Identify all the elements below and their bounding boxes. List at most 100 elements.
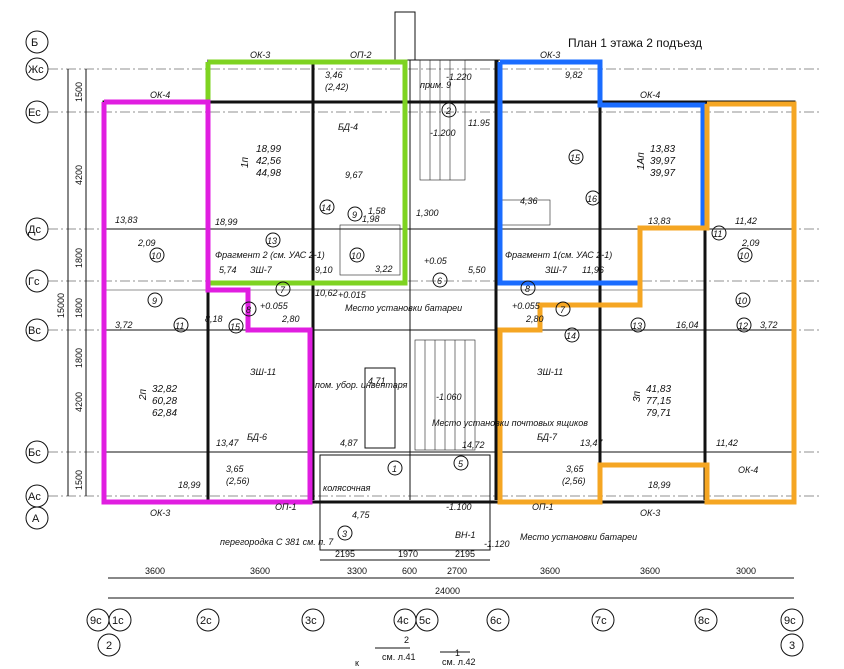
dim-total: 24000 [435,586,460,596]
note: Место установки почтовых ящиков [432,418,588,428]
window-label: ОК-3 [250,50,270,60]
room-area: 9,67 [345,170,364,180]
room-number: 5 [458,459,464,469]
apartment-highlights [101,59,797,505]
dim-left-1800-b: 1800 [74,298,84,318]
window-label: ОП-1 [275,502,297,512]
reference: 1 [455,648,460,658]
room-area: (2,56) [562,476,586,486]
axis-label-gs: Гс [28,276,40,288]
axis-label-a: А [32,513,40,525]
room-area: 2,09 [137,238,156,248]
room-area: 13,47 [580,438,604,448]
room-number: 12 [738,321,748,331]
axis-label-as: Ас [28,491,41,503]
room-area: 11,96 [582,265,604,275]
dim-bottom: 600 [402,566,417,576]
room-number: 10 [739,251,749,261]
apt1-name: 1п [240,156,251,168]
level-marks: +0.015 +0.055 +0.055 +0.05 -1.220 -1.200… [260,72,541,549]
dim-bottom: 3600 [640,566,660,576]
room-area: 1,300 [416,208,439,218]
axis-label-zhs: Жс [28,64,44,76]
door-labels: БД-4 БД-6 БД-7 ЗШ-7 ЗШ-7 ЗШ-11 ЗШ-11 [247,122,568,442]
axis-bottom-label: 3с [305,615,317,627]
window-label: ОП-2 [350,50,372,60]
axis-bottom-label: 6с [490,615,502,627]
room-number: 8 [525,284,530,294]
room-area: 3,65 [566,464,585,474]
apt3-area-3: 79,71 [646,408,671,419]
room-number: 15 [570,153,581,163]
window-label: ОК-4 [640,90,660,100]
door-label: БД-6 [247,432,267,442]
sheet-references: 2 см. л.41 1 см. л.42 к [355,635,475,668]
room-number: 14 [321,203,331,213]
room-area: 16,04 [676,320,699,330]
door-label: ЗШ-11 [250,367,276,377]
level-mark: +0.015 [338,290,367,300]
dim-stair: 2195 [335,549,355,559]
dim-bottom: 3600 [250,566,270,576]
note: перегородка С 381 см. п. 7 [220,537,334,547]
room-number: 13 [267,236,277,246]
note: пом. убор. инвентаря [315,380,408,390]
apt2-name: 2п [138,388,149,401]
room-area: (2,56) [226,476,250,486]
door-label: БД-7 [537,432,558,442]
room-number: 2 [445,106,451,116]
window-label: ОК-3 [540,50,560,60]
room-number: 7 [560,305,566,315]
room-area: 8,18 [205,314,223,324]
note: Место установки батареи [520,532,637,542]
room-area: 10,62 [315,288,338,298]
dim-bottom: 3600 [145,566,165,576]
dim-left-1500-top: 1500 [74,82,84,102]
room-number: 1 [392,464,397,474]
room-area: 18,99 [648,480,671,490]
dim-left-total: 15000 [56,293,66,318]
axis-bottom-circled: 3 [789,640,795,652]
dim-bottom: 2700 [447,566,467,576]
window-label: ОК-3 [150,508,170,518]
apt1-area-3: 44,98 [256,168,281,179]
room-number: 8 [246,305,251,315]
apt3-area-2: 77,15 [646,396,671,407]
room-area: 11,42 [735,216,757,226]
room-area: 4,36 [520,196,538,206]
dim-left-1500-bottom: 1500 [74,470,84,490]
window-label: ОП-1 [532,502,554,512]
apt1a-name: 1Ап [636,152,647,170]
apt2-area-3: 62,84 [152,408,177,419]
note: ВН-1 [455,530,476,540]
level-mark: +0.055 [260,301,289,311]
room-number: 14 [566,331,576,341]
level-mark: -1.220 [446,72,472,82]
axis-bottom-label: 9с [784,615,796,627]
room-number: 9 [152,296,157,306]
room-number: 15 [230,322,241,332]
note: колясочная [323,483,371,493]
level-mark: -1.120 [484,539,510,549]
axis-label-vs: Вс [28,325,41,337]
room-area: 3,46 [325,70,343,80]
room-number: 11 [713,229,722,239]
dim-left-1800-c: 1800 [74,348,84,368]
room-area: 2,09 [741,238,760,248]
door-label: БД-4 [338,122,358,132]
room-number: 3 [342,529,347,539]
reference: к [355,658,359,668]
room-area: 14,72 [462,440,485,450]
room-area: 13,83 [648,216,671,226]
fragment-label-1: Фрагмент 1(см. УАС 2-1) [505,250,612,260]
door-label: ЗШ-7 [250,265,273,275]
axis-bottom-label: 7с [595,615,607,627]
dim-stair: 2195 [455,549,475,559]
dim-left-1800-a: 1800 [74,248,84,268]
axis-bottom-label: 4с [397,615,409,627]
axis-bottom-label: 9с [90,615,102,627]
room-area: 18,99 [215,217,238,227]
room-number: 6 [437,276,442,286]
room-area: 5,74 [219,265,237,275]
room-area: 2,80 [525,314,544,324]
